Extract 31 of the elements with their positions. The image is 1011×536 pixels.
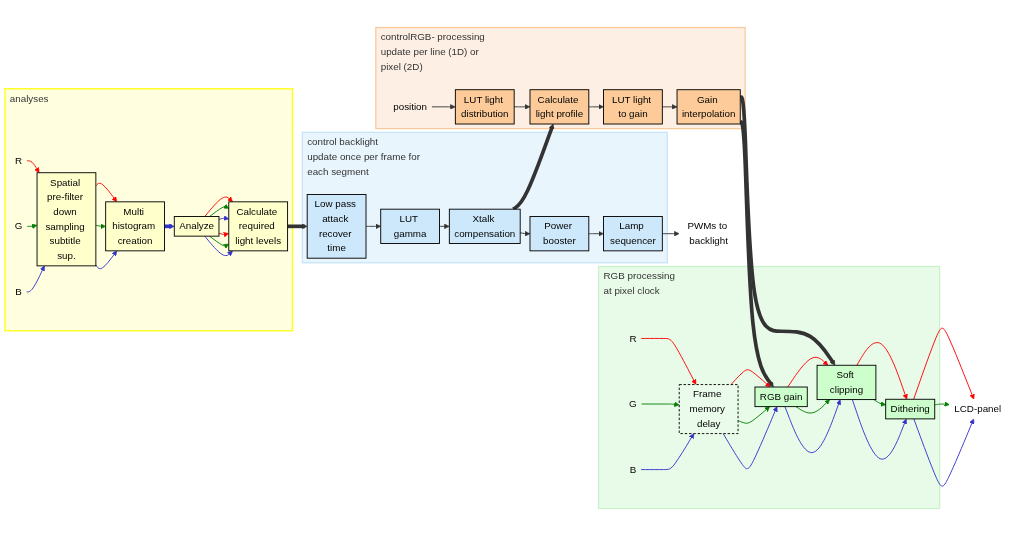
node-box: Low pass attack recover time	[306, 194, 367, 259]
node-text: R	[14, 155, 23, 166]
node-box: RGB gain	[754, 386, 808, 408]
arrow	[738, 120, 774, 388]
node-box: Lamp sequencer	[603, 216, 663, 252]
node-box: Calculate required light levels	[228, 201, 289, 252]
node-text: LCD-panel	[954, 403, 1002, 414]
node-text: G	[14, 220, 23, 232]
node-box: Dithering	[885, 398, 936, 420]
node-box: Spatial pre-filter down sampling subtitle sup.	[36, 172, 97, 267]
node-box: Soft clipping	[816, 364, 877, 401]
node-box: Xtalk compensation	[448, 208, 521, 244]
node-box: Power booster	[529, 216, 590, 252]
node-box: Multi histogram creation	[105, 201, 165, 252]
arrow	[163, 223, 175, 230]
node-text: B	[15, 286, 22, 297]
arrow	[286, 223, 308, 230]
node-box: LUT light to gain	[603, 89, 663, 125]
arrow	[512, 123, 555, 211]
node-box: LUT light distribution	[454, 89, 515, 125]
node-text: position	[393, 101, 428, 112]
node-box: LUT gamma	[380, 208, 440, 244]
node-text: B	[629, 464, 637, 475]
node-box: Gain interpolation	[676, 89, 741, 125]
node-text: PWMs to backlight	[687, 220, 728, 246]
node-box: Analyze	[173, 216, 220, 237]
node-text: R	[629, 332, 637, 344]
arrow	[739, 95, 836, 366]
node-text: G	[629, 398, 637, 409]
node-box: Calculate light profile	[529, 89, 590, 125]
node-box: Frame memory delay	[678, 384, 739, 435]
